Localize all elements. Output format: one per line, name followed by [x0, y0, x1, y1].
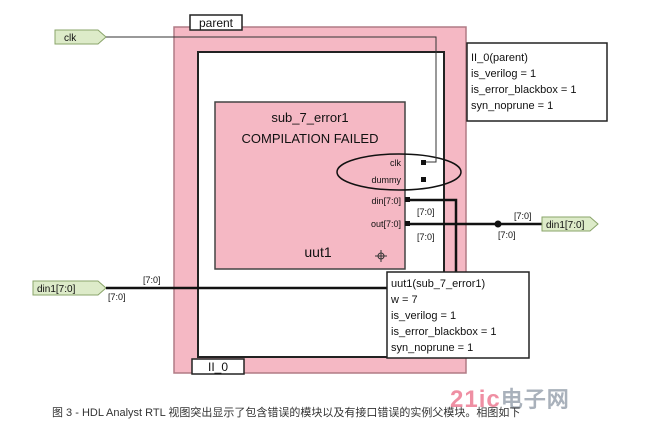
port-out-label: out[7:0]: [371, 219, 401, 229]
port-din-label: din[7:0]: [371, 196, 401, 206]
clk-wire: [106, 36, 437, 163]
parent-info-line: is_error_blackbox = 1: [471, 84, 576, 96]
din-bus-label-bottom: [7:0]: [108, 292, 126, 302]
watermark-brand-cn: 电子网: [500, 387, 570, 412]
watermark-brand: 21ic: [450, 386, 501, 413]
watermark-logo: 21ic电子网: [450, 382, 570, 414]
uut-info-line: w = 7: [390, 294, 418, 306]
din-input-label: din1[7:0]: [37, 284, 76, 295]
din-bus-label-top: [7:0]: [143, 275, 161, 285]
out-bus-label-bottom: [7:0]: [498, 230, 516, 240]
port-dummy-label: dummy: [371, 175, 401, 185]
din-input-arrow: [32, 280, 107, 296]
sub-module-status: COMPILATION FAILED: [241, 131, 378, 146]
clk-input-arrow: [54, 29, 107, 45]
parent-info-line: is_verilog = 1: [471, 68, 536, 80]
output-label: din1[7:0]: [546, 220, 585, 231]
out-bus-label-top: [7:0]: [514, 211, 532, 221]
sub-module-name: sub_7_error1: [271, 110, 348, 125]
crosshair-icon: [375, 250, 387, 262]
output-arrow: [541, 216, 599, 232]
instance-label-tab: [191, 358, 245, 375]
port-din-pin: [405, 197, 410, 202]
parent-label: parent: [199, 16, 234, 30]
port-out-pin: [405, 221, 410, 226]
uut-info-line: is_error_blackbox = 1: [391, 326, 496, 338]
uut-info-title: uut1(sub_7_error1): [391, 278, 485, 290]
clk-input-label: clk: [64, 33, 77, 44]
port-clk-label: clk: [390, 158, 401, 168]
sub-module-block: [214, 101, 406, 270]
uut-info-line: is_verilog = 1: [391, 310, 456, 322]
instance-label: II_0: [208, 360, 228, 374]
din-port-bus-label: [7:0]: [417, 207, 435, 217]
uut-info-line: syn_noprune = 1: [391, 342, 473, 354]
port-clk-pin: [421, 160, 426, 165]
figure-caption: 图 3 - HDL Analyst RTL 视图突出显示了包含错误的模块以及有接…: [52, 407, 521, 419]
din-bus-wire: [106, 198, 458, 290]
parent-info-line: syn_noprune = 1: [471, 100, 553, 112]
error-ports-highlight: [336, 153, 462, 191]
out-port-bus-label: [7:0]: [417, 232, 435, 242]
out-bus-junction: [494, 220, 502, 228]
sub-module-instance: uut1: [304, 244, 331, 260]
parent-info-box: [466, 42, 608, 122]
parent-label-tab: [189, 14, 243, 31]
uut-info-box: [386, 271, 530, 359]
port-dummy-pin: [421, 177, 426, 182]
parent-info-title: II_0(parent): [471, 52, 528, 64]
